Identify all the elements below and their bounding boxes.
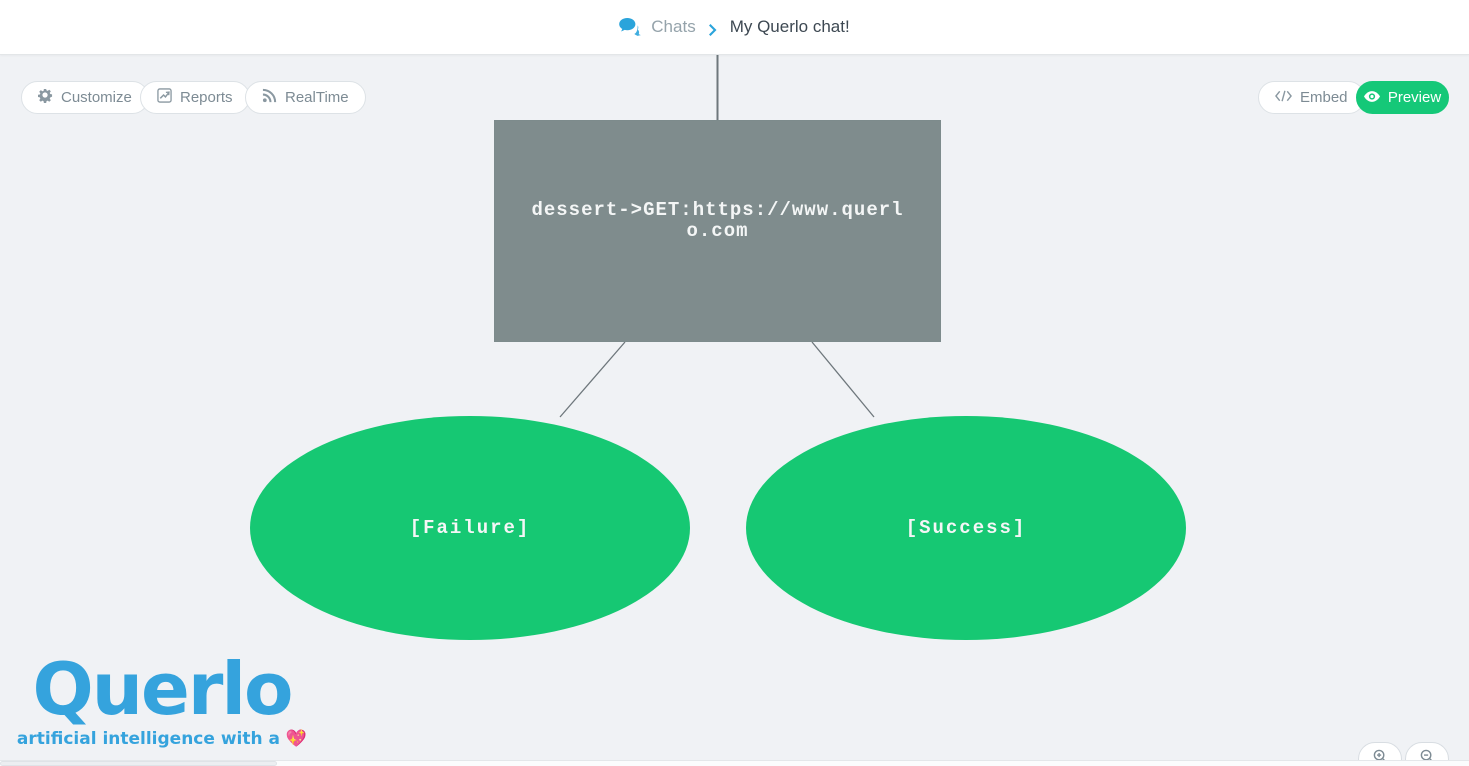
querlo-branding: Querlo artificial intelligence with a 💖	[16, 651, 308, 749]
breadcrumb-chats-link[interactable]: Chats	[651, 17, 696, 36]
embed-button[interactable]: Embed	[1258, 81, 1365, 114]
rss-icon	[262, 88, 277, 107]
eye-icon	[1363, 89, 1380, 106]
header: Chats My Querlo chat!	[0, 0, 1469, 55]
horizontal-scrollbar[interactable]	[0, 760, 1469, 766]
preview-label: Preview	[1387, 89, 1442, 106]
chevron-right-icon	[708, 21, 718, 36]
code-icon	[1275, 89, 1292, 106]
embed-label: Embed	[1300, 89, 1348, 106]
chat-bubbles-icon	[619, 18, 642, 36]
reports-button[interactable]: Reports	[140, 81, 250, 114]
flow-node-root-label: dessert->GET:https://www.querlo.com	[531, 199, 904, 242]
customize-label: Customize	[61, 89, 132, 106]
realtime-label: RealTime	[285, 89, 349, 106]
flow-node-root[interactable]: dessert->GET:https://www.querlo.com	[494, 120, 941, 342]
reports-label: Reports	[180, 89, 233, 106]
preview-button[interactable]: Preview	[1356, 81, 1449, 114]
flow-node-success-label: [Success]	[905, 517, 1027, 539]
horizontal-scrollbar-thumb[interactable]	[0, 761, 277, 766]
flow-node-failure-label: [Failure]	[409, 517, 531, 539]
flow-canvas[interactable]: Customize Reports RealTime	[0, 55, 1469, 766]
line-chart-icon	[157, 88, 172, 107]
querlo-tagline: artificial intelligence with a 💖	[16, 729, 308, 749]
querlo-logo: Querlo	[32, 647, 294, 731]
gear-icon	[38, 88, 53, 107]
flow-node-failure[interactable]: [Failure]	[250, 416, 690, 640]
flow-node-success[interactable]: [Success]	[746, 416, 1186, 640]
breadcrumb: Chats My Querlo chat!	[619, 17, 850, 37]
realtime-button[interactable]: RealTime	[245, 81, 366, 114]
customize-button[interactable]: Customize	[21, 81, 149, 114]
breadcrumb-current: My Querlo chat!	[729, 17, 850, 36]
